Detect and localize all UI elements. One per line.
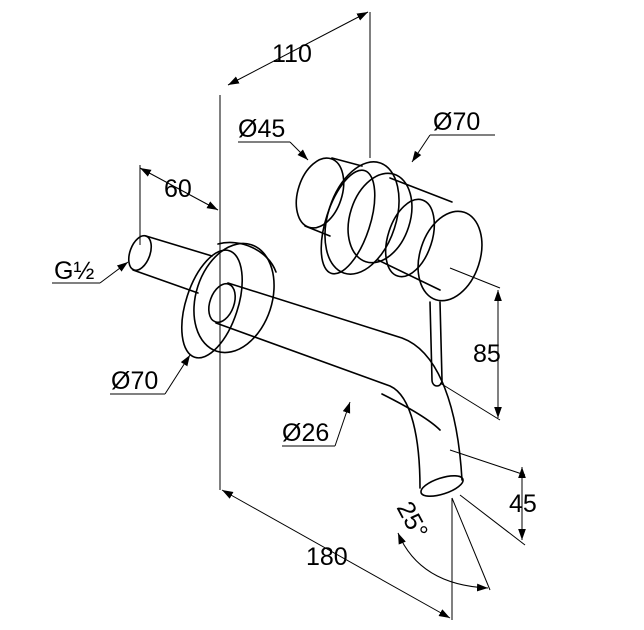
dim-60: 60 bbox=[164, 175, 192, 203]
dim-diameter-45: Ø45 bbox=[238, 115, 285, 143]
dim-110: 110 bbox=[272, 40, 312, 68]
dim-thread: G½ bbox=[54, 257, 94, 285]
mixer-assembly bbox=[295, 157, 483, 387]
spout-assembly bbox=[127, 234, 464, 498]
dim-25-degrees: 25° bbox=[391, 497, 433, 544]
dim-45: 45 bbox=[509, 490, 537, 518]
dimension-lines bbox=[52, 11, 526, 619]
dim-diameter-70-mixer: Ø70 bbox=[433, 108, 480, 136]
dim-85: 85 bbox=[473, 340, 501, 368]
dim-diameter-26: Ø26 bbox=[282, 419, 329, 447]
dimension-texts: 110 Ø45 Ø70 60 G½ Ø70 85 Ø26 45 25° 180 bbox=[54, 40, 537, 571]
dim-180: 180 bbox=[306, 543, 348, 571]
dim-diameter-70-spout: Ø70 bbox=[111, 367, 158, 395]
